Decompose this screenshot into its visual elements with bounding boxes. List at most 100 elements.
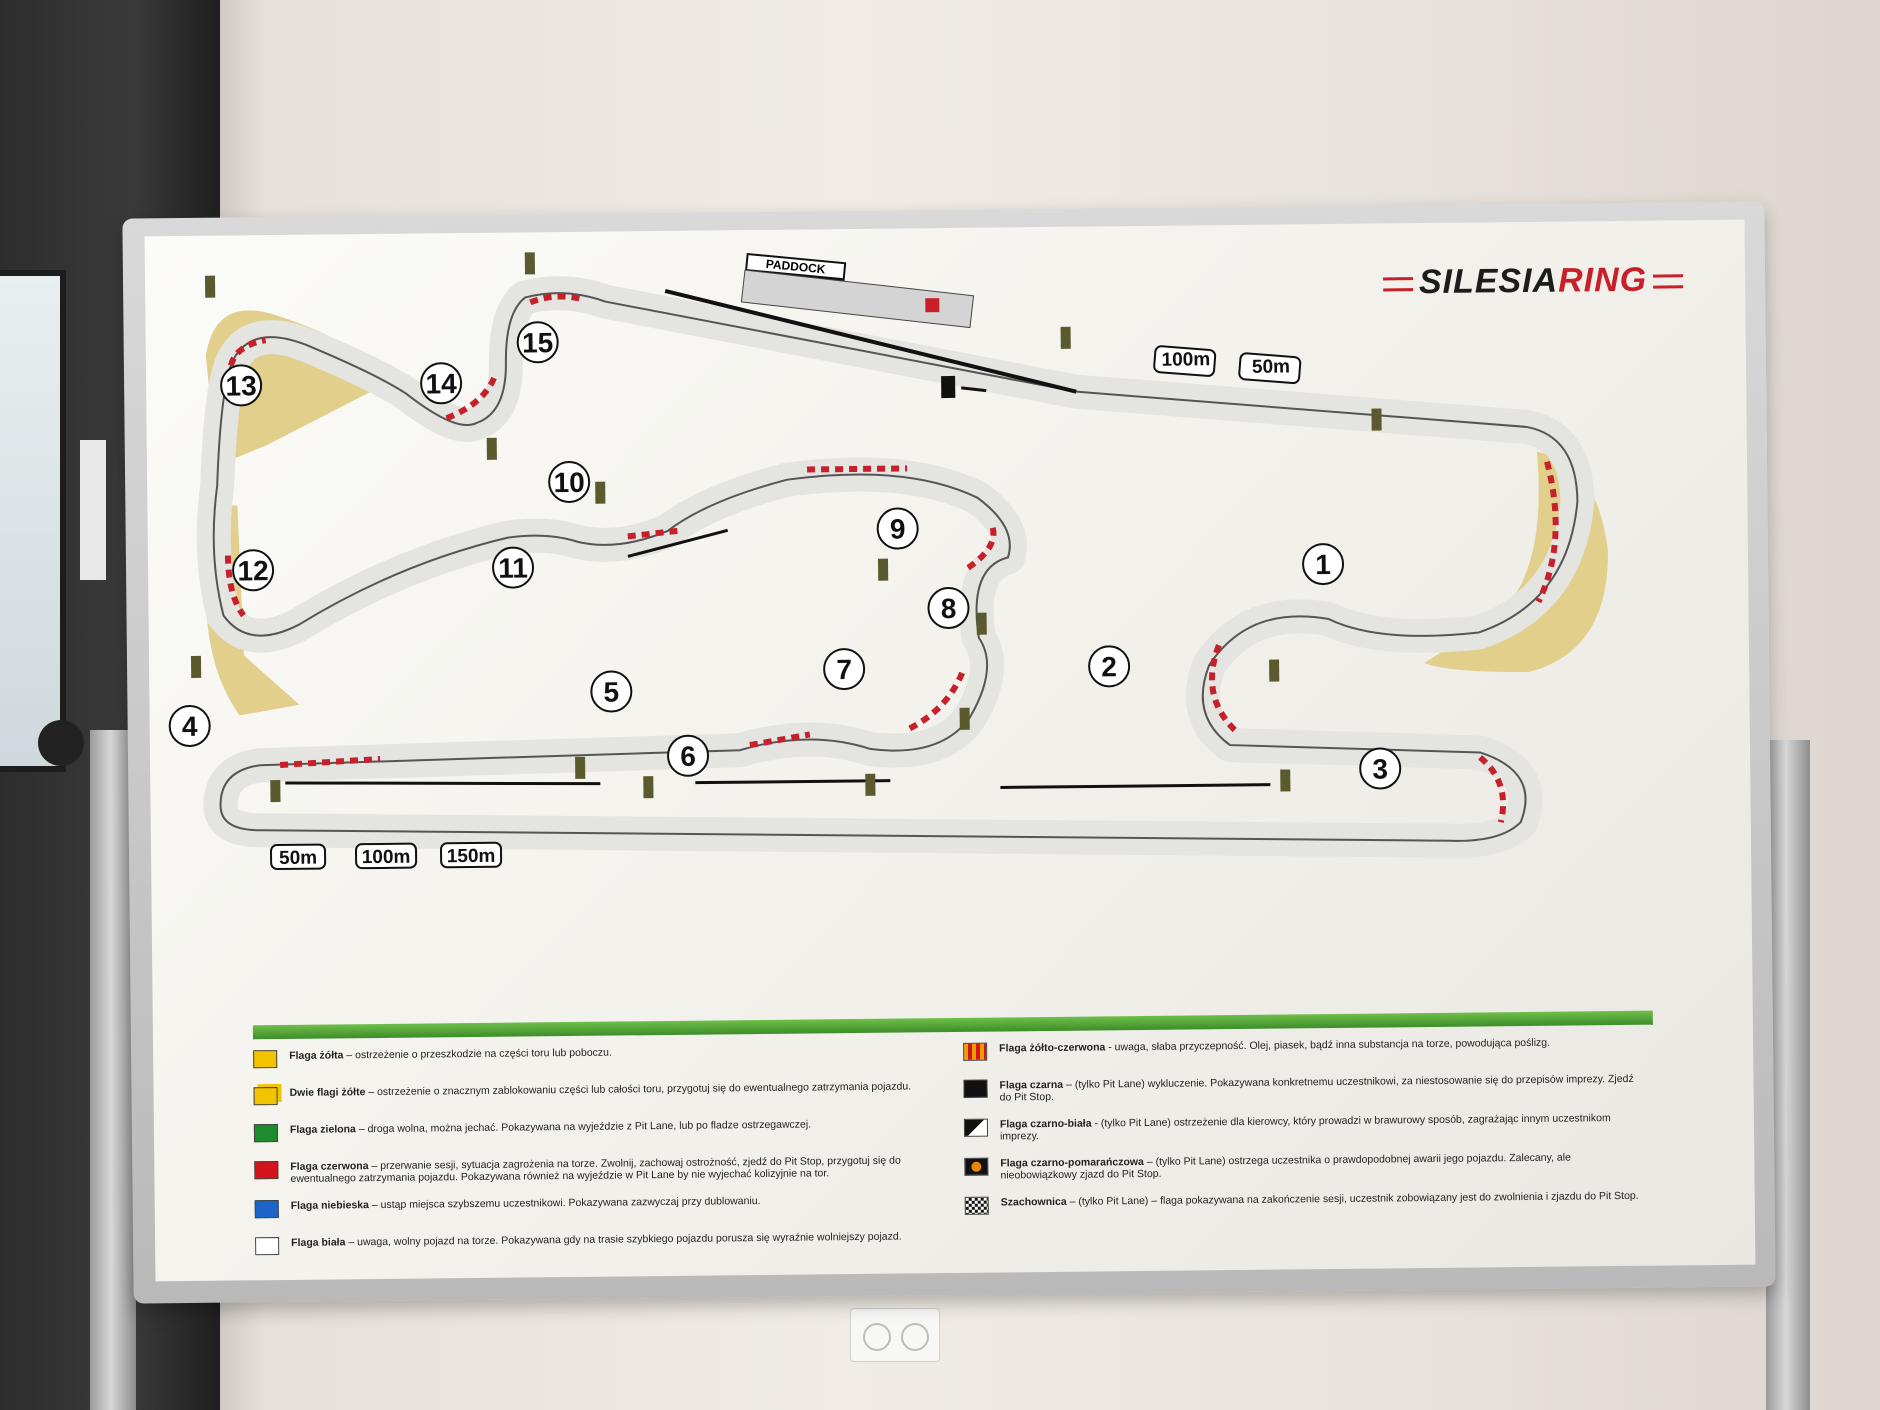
legend-desc: - uwaga, słaba przyczepność. Olej, piase… — [1105, 1036, 1551, 1054]
black-flag-icon — [963, 1079, 988, 1098]
pit-marker — [925, 298, 940, 313]
pit-building — [740, 269, 975, 329]
marshal-light-icon — [643, 776, 654, 799]
legend-left-column: Flaga żółta – ostrzeżenie o przeszkodzie… — [253, 1043, 935, 1274]
legend-title: Flaga żółto-czerwona — [999, 1041, 1106, 1055]
white-flag-icon — [255, 1237, 280, 1256]
kerb-turn-13 — [228, 337, 267, 367]
marshal-light-icon — [486, 437, 497, 460]
legend-title: Szachownica — [1000, 1195, 1067, 1209]
legend-title: Flaga biała — [291, 1236, 346, 1249]
kerb-turn-5 — [749, 731, 811, 749]
kerb-turn-12 — [224, 555, 247, 618]
double-yellow-flag-icon — [253, 1087, 278, 1106]
kerb-turn-1 — [1535, 460, 1559, 604]
legend-item: Flaga czarno-pomarańczowa – (tylko Pit L… — [964, 1151, 1644, 1182]
legend-desc: – (tylko Pit Lane) – flaga pokazywana na… — [1066, 1189, 1639, 1208]
legend-desc: - (tylko Pit Lane) ostrzeżenie dla kiero… — [999, 1112, 1611, 1143]
legend-title: Dwie flagi żółte — [289, 1086, 366, 1099]
red-flag-icon — [254, 1161, 279, 1180]
turn-14-label: 14 — [425, 368, 457, 399]
kerb-turn-7 — [908, 666, 967, 732]
legend-item: Flaga zielona – droga wolna, można jecha… — [253, 1117, 934, 1146]
marshal-light-icon — [595, 481, 606, 504]
turn-12-label: 12 — [237, 555, 268, 586]
legend-title: Flaga niebieska — [290, 1199, 369, 1212]
distance-100m-top: 100m — [1162, 349, 1211, 371]
marshal-posts — [190, 252, 1382, 803]
legend-item: Flaga biała – uwaga, wolny pojazd na tor… — [255, 1230, 935, 1259]
board-knob — [38, 720, 84, 766]
track-edge — [212, 292, 1579, 842]
distance-150m-bottom: 150m — [447, 846, 496, 868]
kerb-turn-2 — [1209, 644, 1237, 733]
marshal-light-icon — [976, 612, 987, 635]
turn-11-label: 11 — [498, 552, 528, 583]
legend-item: Flaga czarno-biała - (tylko Pit Lane) os… — [963, 1112, 1644, 1143]
yellow-flag-icon — [253, 1050, 278, 1069]
track-map-board: SILESIARING PADDOCK WJAZD / ENTRY — [144, 219, 1756, 1282]
turn-15-label: 15 — [522, 327, 553, 358]
kerb-turn-10 — [807, 465, 908, 473]
green-flag-icon — [253, 1124, 279, 1143]
kerb-turn-8 — [966, 526, 997, 571]
flag-legend: Flaga żółta – ostrzeżenie o przeszkodzie… — [253, 1035, 1673, 1256]
legend-title: Flaga żółta — [289, 1049, 344, 1062]
legend-right-column: Flaga żółto-czerwona - uwaga, słaba przy… — [963, 1036, 1645, 1234]
marshal-light-icon — [1060, 326, 1071, 349]
straight-marker-a — [285, 781, 601, 786]
legend-item: Flaga żółto-czerwona - uwaga, słaba przy… — [963, 1036, 1643, 1065]
distance-50m-bottom: 50m — [279, 848, 317, 869]
marshal-light-icon — [865, 773, 876, 796]
legend-title: Flaga czarna — [999, 1078, 1064, 1092]
straight-marker-c — [1000, 783, 1271, 789]
legend-desc: – droga wolna, można jechać. Pokazywana … — [355, 1118, 812, 1136]
legend-title: Flaga zielona — [289, 1123, 356, 1136]
pit-lane-line — [664, 289, 1077, 394]
blue-flag-icon — [254, 1200, 279, 1219]
start-finish-flag — [941, 375, 956, 399]
door-window — [0, 270, 66, 772]
turn-9-label: 9 — [890, 513, 906, 544]
kerb-turn-14 — [445, 371, 499, 422]
marshal-light-icon — [1269, 659, 1280, 682]
legend-desc: – ostrzeżenie o znacznym zablokowaniu cz… — [365, 1080, 912, 1099]
distance-markers: 100m 50m 50m 100m 150m — [270, 345, 1302, 871]
turn-2-label: 2 — [1101, 651, 1117, 682]
start-arrow — [961, 386, 987, 393]
turn-5-label: 5 — [603, 676, 619, 707]
distance-50m-top: 50m — [1252, 356, 1290, 377]
marshal-light-icon — [204, 275, 216, 298]
turn-7-label: 7 — [836, 654, 852, 685]
legend-desc: – ustąp miejsca szybszemu uczestnikowi. … — [368, 1195, 761, 1212]
turn-6-label: 6 — [680, 741, 696, 772]
legend-item: Flaga żółta – ostrzeżenie o przeszkodzie… — [253, 1043, 933, 1072]
checkered-flag-icon — [964, 1196, 989, 1215]
marshal-light-icon — [190, 655, 202, 678]
track-layout: 1 2 3 4 5 6 7 8 9 10 11 12 13 14 15 100m… — [168, 252, 1608, 871]
legend-desc: – uwaga, wolny pojazd na torze. Pokazywa… — [345, 1230, 902, 1249]
turn-3-label: 3 — [1372, 753, 1388, 784]
legend-desc: – (tylko Pit Lane) wykluczenie. Pokazywa… — [999, 1072, 1634, 1104]
legend-title: Flaga czarno-biała — [999, 1117, 1092, 1131]
marshal-light-icon — [1280, 769, 1291, 792]
distance-100m-bottom: 100m — [362, 847, 411, 869]
legend-item: Szachownica – (tylko Pit Lane) – flaga p… — [964, 1189, 1645, 1219]
kerb-turn-15 — [529, 293, 587, 306]
legend-desc: – przerwanie sesji, sytuacja zagrożenia … — [290, 1154, 901, 1185]
yellow-red-flag-icon — [963, 1042, 988, 1061]
kerb-turn-3 — [1478, 755, 1507, 823]
marshal-light-icon — [959, 707, 970, 730]
turn-1-label: 1 — [1315, 549, 1331, 580]
straight-marker-b — [695, 779, 891, 785]
marshal-light-icon — [877, 558, 889, 581]
marshal-light-icon — [575, 756, 586, 779]
turn-13-label: 13 — [225, 370, 256, 401]
legend-item: Flaga czarna – (tylko Pit Lane) wyklucze… — [963, 1073, 1643, 1104]
marshal-light-icon — [1371, 408, 1382, 431]
turn-4-label: 4 — [182, 711, 198, 742]
turn-labels: 1 2 3 4 5 6 7 8 9 10 11 12 13 14 15 — [168, 321, 1402, 790]
door-sticker — [80, 440, 106, 580]
legend-item: Dwie flagi żółte – ostrzeżenie o znaczny… — [253, 1080, 933, 1109]
green-divider — [252, 1010, 1653, 1040]
